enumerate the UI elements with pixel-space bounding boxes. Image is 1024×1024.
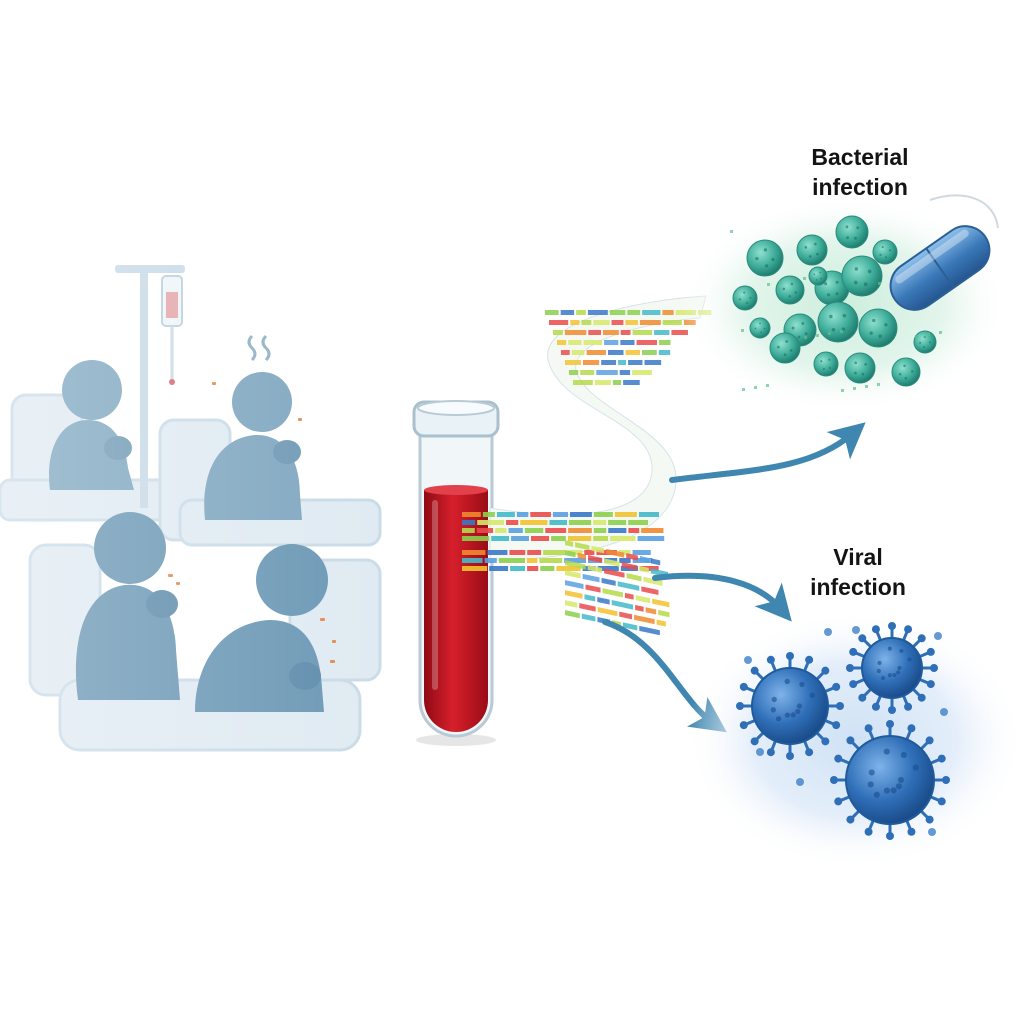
bacterial-infection-label: Bacterial infection bbox=[760, 142, 960, 202]
virus-particle-icon bbox=[685, 610, 1024, 870]
viral-label-line-2: infection bbox=[810, 574, 906, 600]
gene-expression-ribbon bbox=[462, 295, 712, 636]
capsule-motion-line bbox=[929, 194, 999, 229]
bacterial-label-line-1: Bacterial bbox=[811, 144, 909, 170]
arrow-to-bacterial bbox=[669, 422, 866, 483]
arrow-to-viral bbox=[652, 572, 792, 622]
hospital-scene bbox=[0, 250, 400, 770]
viral-label-line-1: Viral bbox=[833, 544, 883, 570]
antibiotic-capsule-icon bbox=[889, 225, 991, 311]
bacterial-label-line-2: infection bbox=[812, 174, 908, 200]
blood-test-tube-icon bbox=[412, 400, 500, 746]
viral-infection-label: Viral infection bbox=[758, 542, 958, 602]
